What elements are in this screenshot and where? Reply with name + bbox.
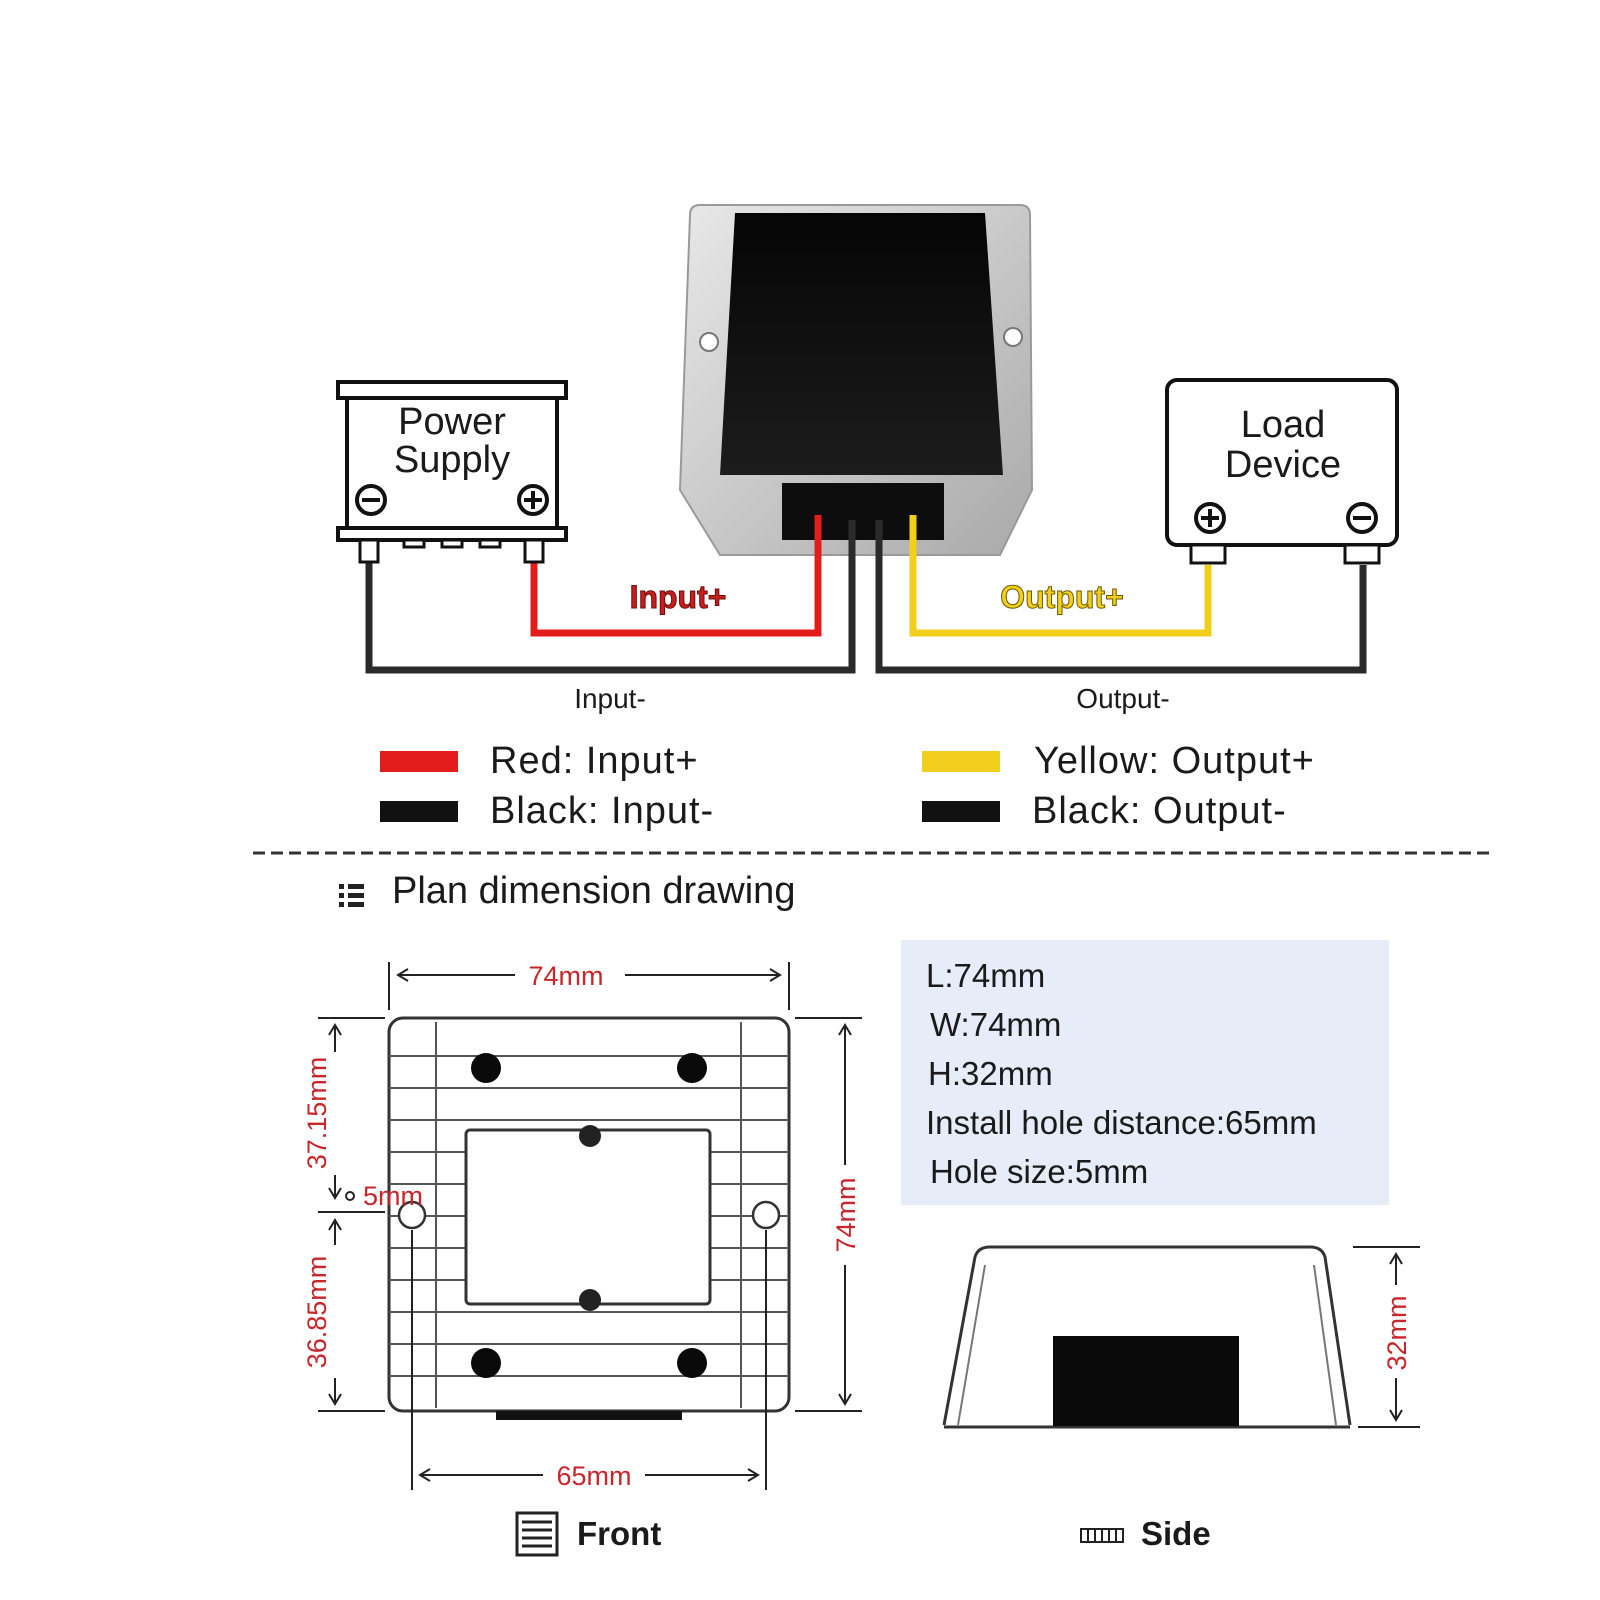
spec-item: Install hole distance:65mm: [926, 1104, 1317, 1141]
side-view-label: Side: [1141, 1515, 1211, 1552]
dimension-bottom-width: 65mm: [556, 1461, 631, 1491]
wire-input-plus: [530, 515, 822, 637]
dimension-hole: 5mm: [363, 1181, 423, 1211]
converter-module: [678, 204, 1034, 556]
input-minus-label: Input-: [574, 683, 646, 714]
minus-terminal-icon: [355, 484, 387, 516]
wire-output-minus: [875, 520, 1367, 674]
power-supply-title: Supply: [394, 439, 510, 481]
load-device-title: Load: [1241, 404, 1326, 446]
wire-input-minus: [365, 520, 856, 674]
mount-hole-icon: [751, 1200, 781, 1230]
wire-outlet-block: [782, 483, 944, 540]
mount-hole-icon: [397, 1200, 427, 1230]
screw-icon: [677, 1348, 707, 1378]
dimension-right-height: 74mm: [831, 1177, 861, 1252]
output-plus-label: Output+: [1000, 579, 1124, 615]
mount-hole-icon: [1003, 327, 1023, 347]
front-view-icon: [515, 1511, 559, 1557]
front-dimension-lines: [318, 962, 862, 1490]
screw-icon: [471, 1348, 501, 1378]
legend-swatch-black: [380, 801, 458, 822]
legend-item: Black: Output-: [1032, 790, 1287, 832]
front-view-label: Front: [577, 1515, 661, 1552]
dimension-upper-left: 37.15mm: [302, 1057, 332, 1170]
legend-swatch-yellow: [922, 751, 1000, 772]
input-plus-label: Input+: [630, 579, 727, 615]
side-dimension-lines: [1353, 1246, 1420, 1428]
spec-item: Hole size:5mm: [930, 1153, 1148, 1190]
output-minus-label: Output-: [1076, 683, 1169, 714]
side-view-icon: [1080, 1528, 1124, 1543]
spec-item: W:74mm: [930, 1006, 1061, 1043]
mount-hole-icon: [699, 332, 719, 352]
wire-color-legend: Red: Input+ Black: Input- Yellow: Output…: [380, 740, 1315, 832]
plus-terminal-icon: [517, 484, 549, 516]
power-supply-box: Power Supply: [336, 380, 568, 564]
legend-swatch-red: [380, 751, 458, 772]
dimension-lower-left: 36.85mm: [302, 1256, 332, 1369]
legend-item: Red: Input+: [490, 740, 699, 782]
wires: [365, 515, 1367, 674]
power-supply-title: Power: [398, 401, 506, 443]
load-device-box: Load Device: [1165, 378, 1399, 565]
section-title: Plan dimension drawing: [392, 870, 795, 912]
front-view-drawing: [387, 1016, 791, 1420]
legend-item: Yellow: Output+: [1034, 740, 1315, 782]
minus-terminal-icon: [1346, 502, 1378, 534]
dimension-top-width: 74mm: [528, 961, 603, 991]
spec-item: H:32mm: [928, 1055, 1053, 1092]
legend-swatch-black: [922, 801, 1000, 822]
dimension-side-height: 32mm: [1382, 1295, 1412, 1370]
side-view-drawing: [942, 1245, 1352, 1429]
legend-item: Black: Input-: [490, 790, 714, 832]
spec-item: L:74mm: [926, 957, 1045, 994]
screw-icon: [471, 1053, 501, 1083]
plus-terminal-icon: [1194, 502, 1226, 534]
wire-output-plus: [909, 515, 1212, 637]
screw-icon: [677, 1053, 707, 1083]
spec-panel: L:74mm W:74mm H:32mm Install hole distan…: [901, 940, 1389, 1205]
list-icon: [339, 884, 364, 907]
load-device-title: Device: [1225, 444, 1341, 486]
